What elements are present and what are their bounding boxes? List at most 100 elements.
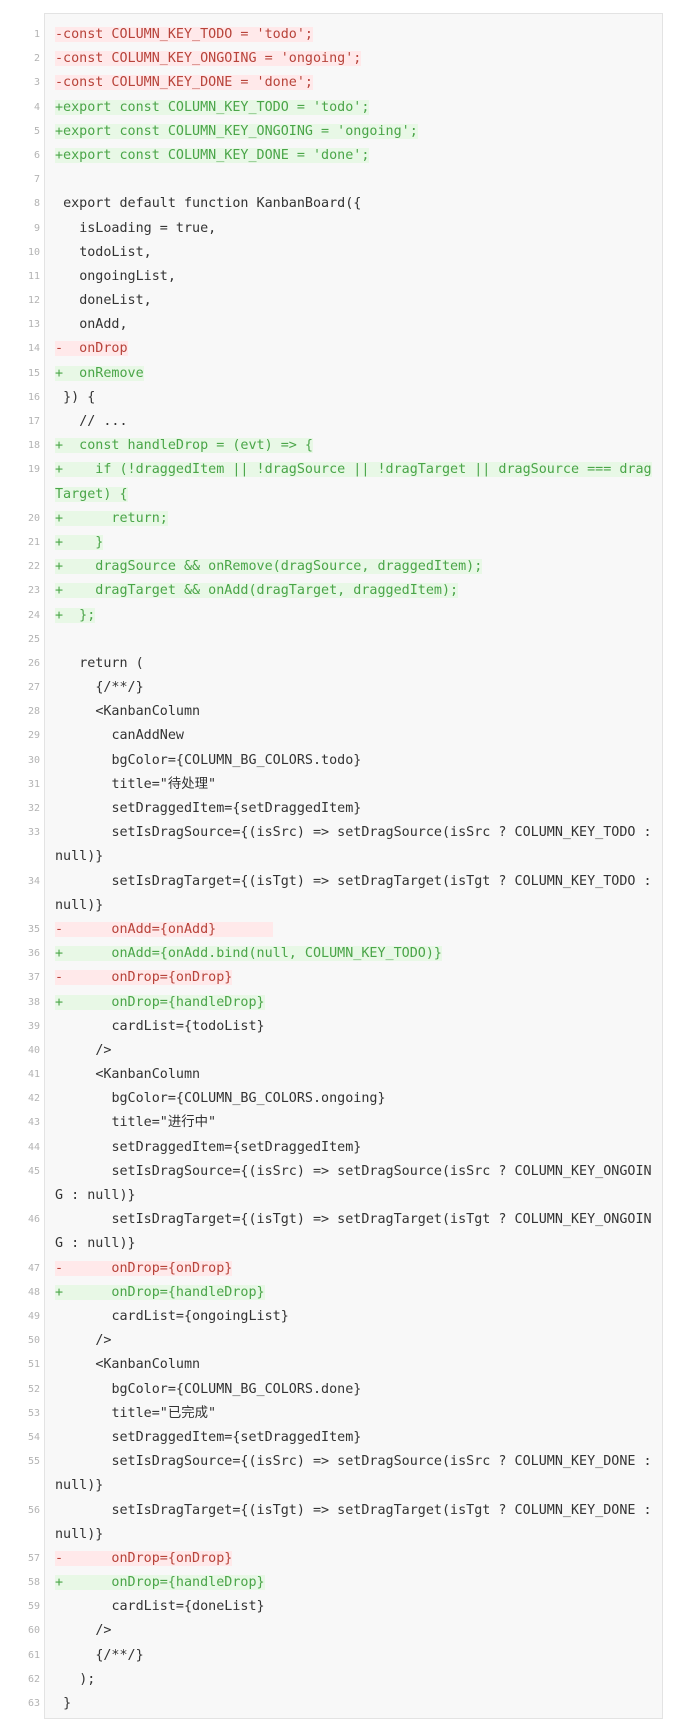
line-content: cardList={ongoingList} [55, 1305, 655, 1329]
line-content: + } [55, 531, 655, 555]
line-content: + onAdd={onAdd.bind(null, COLUMN_KEY_TOD… [55, 942, 655, 966]
code-text: - onDrop={onDrop} [55, 1260, 233, 1276]
code-text: +export const COLUMN_KEY_DONE = 'done'; [55, 147, 370, 163]
line-number: 50 [27, 1335, 40, 1347]
line-number: 9 [33, 222, 40, 234]
line-number: 5 [33, 125, 40, 137]
line-content: todoList, [55, 241, 655, 265]
code-text: setIsDragSource={(isSrc) => setDragSourc… [55, 1163, 652, 1204]
line-content: +export const COLUMN_KEY_TODO = 'todo'; [55, 96, 655, 120]
line-content: setIsDragTarget={(isTgt) => setDragTarge… [55, 1499, 655, 1547]
code-text: setDraggedItem={setDraggedItem} [55, 1429, 362, 1445]
line-number: 34 [27, 875, 40, 887]
line-content: title="已完成" [55, 1402, 655, 1426]
line-content: + const handleDrop = (evt) => { [55, 434, 655, 458]
line-content: + }; [55, 604, 655, 628]
line-content: setDraggedItem={setDraggedItem} [55, 1426, 655, 1450]
diff-line-context: 53 title="已完成" [28, 1402, 662, 1426]
line-content: setIsDragTarget={(isTgt) => setDragTarge… [55, 1208, 655, 1256]
line-content: onAdd, [55, 313, 655, 337]
diff-line-context: 51 <KanbanColumn [28, 1353, 662, 1377]
line-number: 10 [27, 246, 40, 258]
line-content: setIsDragSource={(isSrc) => setDragSourc… [55, 1160, 655, 1208]
line-content: /> [55, 1329, 655, 1353]
diff-line-added: 58+ onDrop={handleDrop} [28, 1571, 662, 1595]
code-text: {/**/} [55, 680, 144, 696]
diff-line-added: 6 +export const COLUMN_KEY_DONE = 'done'; [34, 144, 662, 168]
line-number: 56 [27, 1504, 40, 1516]
line-number: 7 [33, 174, 40, 186]
code-text: /> [55, 1042, 112, 1058]
diff-line-context: 60 /> [28, 1619, 662, 1643]
diff-line-context: 34 setIsDragTarget={(isTgt) => setDragTa… [28, 870, 662, 918]
line-content: canAddNew [55, 724, 655, 748]
code-text: // ... [55, 414, 128, 429]
diff-line-context: 28 <KanbanColumn [28, 700, 662, 724]
code-text: + }; [55, 607, 96, 623]
diff-line-context: 10 todoList, [28, 241, 662, 265]
diff-line-added: 15+ onRemove [28, 362, 662, 386]
line-content: + onRemove [55, 362, 655, 386]
line-number: 33 [27, 827, 40, 839]
code-text: +export const COLUMN_KEY_ONGOING = 'ongo… [55, 123, 418, 139]
line-number: 54 [27, 1431, 40, 1443]
line-content: setDraggedItem={setDraggedItem} [55, 797, 655, 821]
diff-line-context: 39 cardList={todoList} [28, 1015, 662, 1039]
diff-line-deleted: 1-const COLUMN_KEY_TODO = 'todo'; [34, 23, 662, 47]
diff-line-added: 21+ } [28, 531, 662, 555]
line-number: 30 [27, 754, 40, 766]
line-number: 17 [27, 416, 40, 427]
diff-line-context: 30 bgColor={COLUMN_BG_COLORS.todo} [28, 749, 662, 773]
code-text [55, 632, 63, 647]
line-number: 48 [27, 1286, 40, 1298]
line-number: 63 [27, 1698, 40, 1710]
line-number: 53 [27, 1407, 40, 1419]
code-text: bgColor={COLUMN_BG_COLORS.ongoing} [55, 1091, 386, 1107]
diff-line-context: 43 title="进行中" [28, 1111, 662, 1135]
code-text: /> [55, 1623, 112, 1639]
line-content: -const COLUMN_KEY_TODO = 'todo'; [55, 23, 655, 47]
code-text: export default function KanbanBoard({ [55, 196, 362, 212]
diff-line-added: 22+ dragSource && onRemove(dragSource, d… [28, 555, 662, 579]
line-number: 27 [27, 682, 40, 694]
code-text: -const COLUMN_KEY_DONE = 'done'; [55, 75, 313, 91]
diff-line-added: 36 + onAdd={onAdd.bind(null, COLUMN_KEY_T… [28, 942, 662, 966]
diff-line-context: 11 ongoingList, [28, 265, 662, 289]
diff-line-added: 20+ return; [28, 507, 662, 531]
line-content [55, 168, 655, 192]
code-text: setDraggedItem={setDraggedItem} [55, 1139, 362, 1155]
line-content: ); [55, 1668, 655, 1692]
line-content: + onDrop={handleDrop} [55, 1281, 655, 1305]
diff-line-added: 18+ const handleDrop = (evt) => { [28, 434, 662, 458]
diff-line-deleted: 47- onDrop={onDrop} [28, 1257, 662, 1281]
code-text: ongoingList, [55, 268, 176, 284]
code-text: -const COLUMN_KEY_ONGOING = 'ongoing'; [55, 51, 362, 67]
diff-line-context: 56 setIsDragTarget={(isTgt) => setDragTa… [28, 1499, 662, 1547]
code-text: title="待处理" [55, 776, 217, 792]
code-text: +export const COLUMN_KEY_TODO = 'todo'; [55, 99, 370, 115]
line-content: title="进行中" [55, 1111, 655, 1135]
line-number: 39 [27, 1020, 40, 1032]
code-text: setIsDragTarget={(isTgt) => setDragTarge… [55, 1502, 660, 1542]
line-content: <KanbanColumn [55, 700, 655, 724]
line-content: setIsDragTarget={(isTgt) => setDragTarge… [55, 870, 655, 918]
line-number: 13 [27, 319, 40, 331]
line-number: 40 [27, 1044, 40, 1056]
line-content: -const COLUMN_KEY_DONE = 'done'; [55, 71, 655, 95]
line-number: 36 [27, 948, 40, 960]
diff-line-context: 40 /> [28, 1039, 662, 1063]
code-text: setDraggedItem={setDraggedItem} [55, 801, 362, 817]
line-number: 6 [33, 149, 40, 161]
code-text: + dragTarget && onAdd(dragTarget, dragge… [55, 583, 459, 599]
line-content: /> [55, 1039, 655, 1063]
line-number: 59 [27, 1601, 40, 1613]
line-content: isLoading = true, [55, 217, 655, 241]
diff-code-block: 1-const COLUMN_KEY_TODO = 'todo';2-const… [28, 13, 663, 1719]
line-content: /> [55, 1619, 655, 1643]
code-text: isLoading = true, [55, 220, 217, 236]
line-number: 24 [27, 609, 40, 621]
code-text: + const handleDrop = (evt) => { [55, 438, 313, 454]
code-text: + onAdd={onAdd.bind(null, COLUMN_KEY_TOD… [55, 946, 442, 962]
line-content: + dragSource && onRemove(dragSource, dra… [55, 555, 655, 579]
line-content: - onDrop={onDrop} [55, 1547, 655, 1571]
